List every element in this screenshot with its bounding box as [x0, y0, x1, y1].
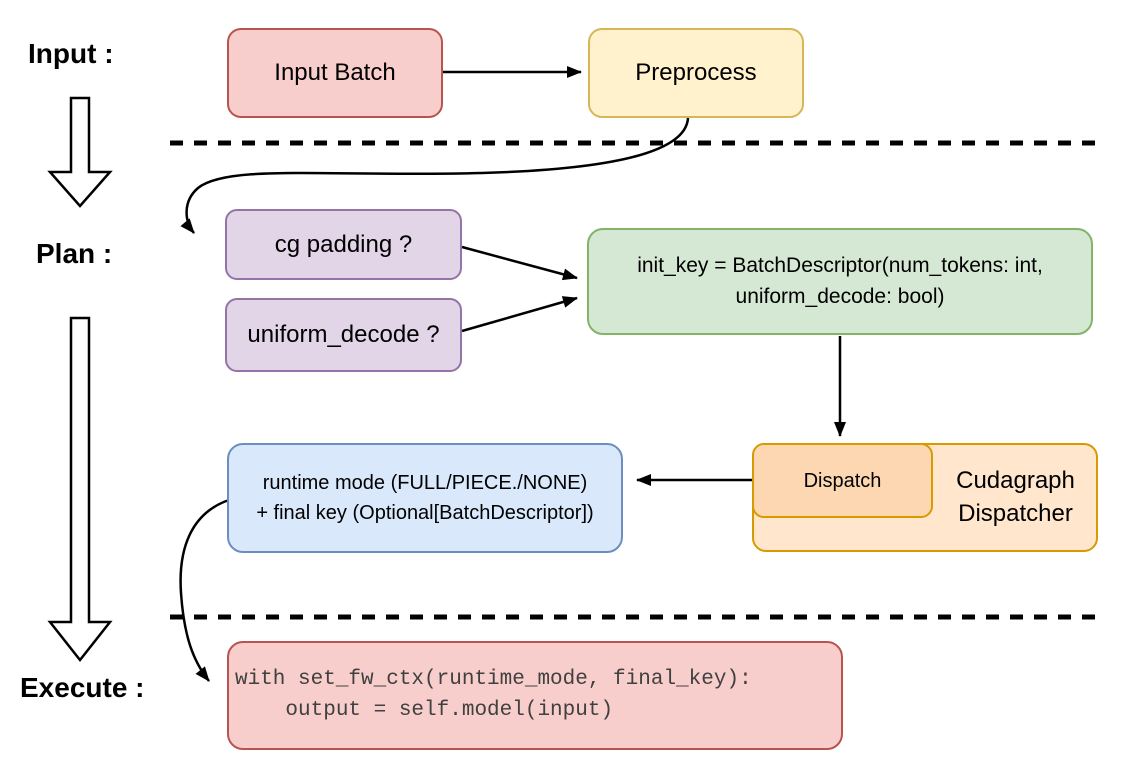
stage-arrow-plan-to-execute-icon [47, 316, 113, 663]
node-init-key-line2: uniform_decode: bool) [735, 284, 945, 308]
connector-cgpadding-to-initkey [461, 245, 578, 281]
stage-label-plan: Plan : [36, 238, 113, 269]
node-cudagraph-dispatcher-label: Cudagraph Dispatcher [933, 443, 1098, 552]
node-dispatch: Dispatch [752, 443, 933, 518]
node-input-batch-label: Input Batch [274, 59, 396, 87]
node-input-batch: Input Batch [227, 28, 443, 118]
execute-code-line2: output = self.model(input) [235, 698, 614, 722]
node-preprocess-label: Preprocess [635, 59, 757, 87]
node-cg-padding-label: cg padding ? [274, 230, 413, 258]
stage-label-input: Input : [28, 38, 114, 69]
stage-arrow-input-to-plan-icon [47, 96, 113, 208]
execute-code-line1: with set_fw_ctx(runtime_mode, final_key)… [235, 668, 752, 692]
node-preprocess: Preprocess [588, 28, 804, 118]
stage-label-execute: Execute : [20, 672, 145, 703]
cudagraph-label-line1: Cudagraph [956, 467, 1075, 495]
node-dispatch-label: Dispatch [803, 469, 882, 492]
node-execute-code: with set_fw_ctx(runtime_mode, final_key)… [227, 641, 843, 750]
node-uniform-decode-label: uniform_decode ? [247, 321, 440, 349]
connector-uniformdecode-to-initkey [461, 296, 578, 333]
node-runtime-mode-line1: runtime mode (FULL/PIECE./NONE) [262, 472, 588, 494]
node-cg-padding: cg padding ? [225, 209, 462, 280]
node-uniform-decode: uniform_decode ? [225, 298, 462, 372]
node-runtime-mode-line2: + final key (Optional[BatchDescriptor]) [256, 502, 594, 524]
node-runtime-mode: runtime mode (FULL/PIECE./NONE) + final … [227, 443, 623, 553]
connector-runtimemode-to-executecode [179, 498, 230, 682]
cudagraph-label-line2: Dispatcher [958, 499, 1073, 527]
node-init-key: init_key = BatchDescriptor(num_tokens: i… [587, 228, 1093, 335]
node-init-key-line1: init_key = BatchDescriptor(num_tokens: i… [637, 254, 1043, 278]
